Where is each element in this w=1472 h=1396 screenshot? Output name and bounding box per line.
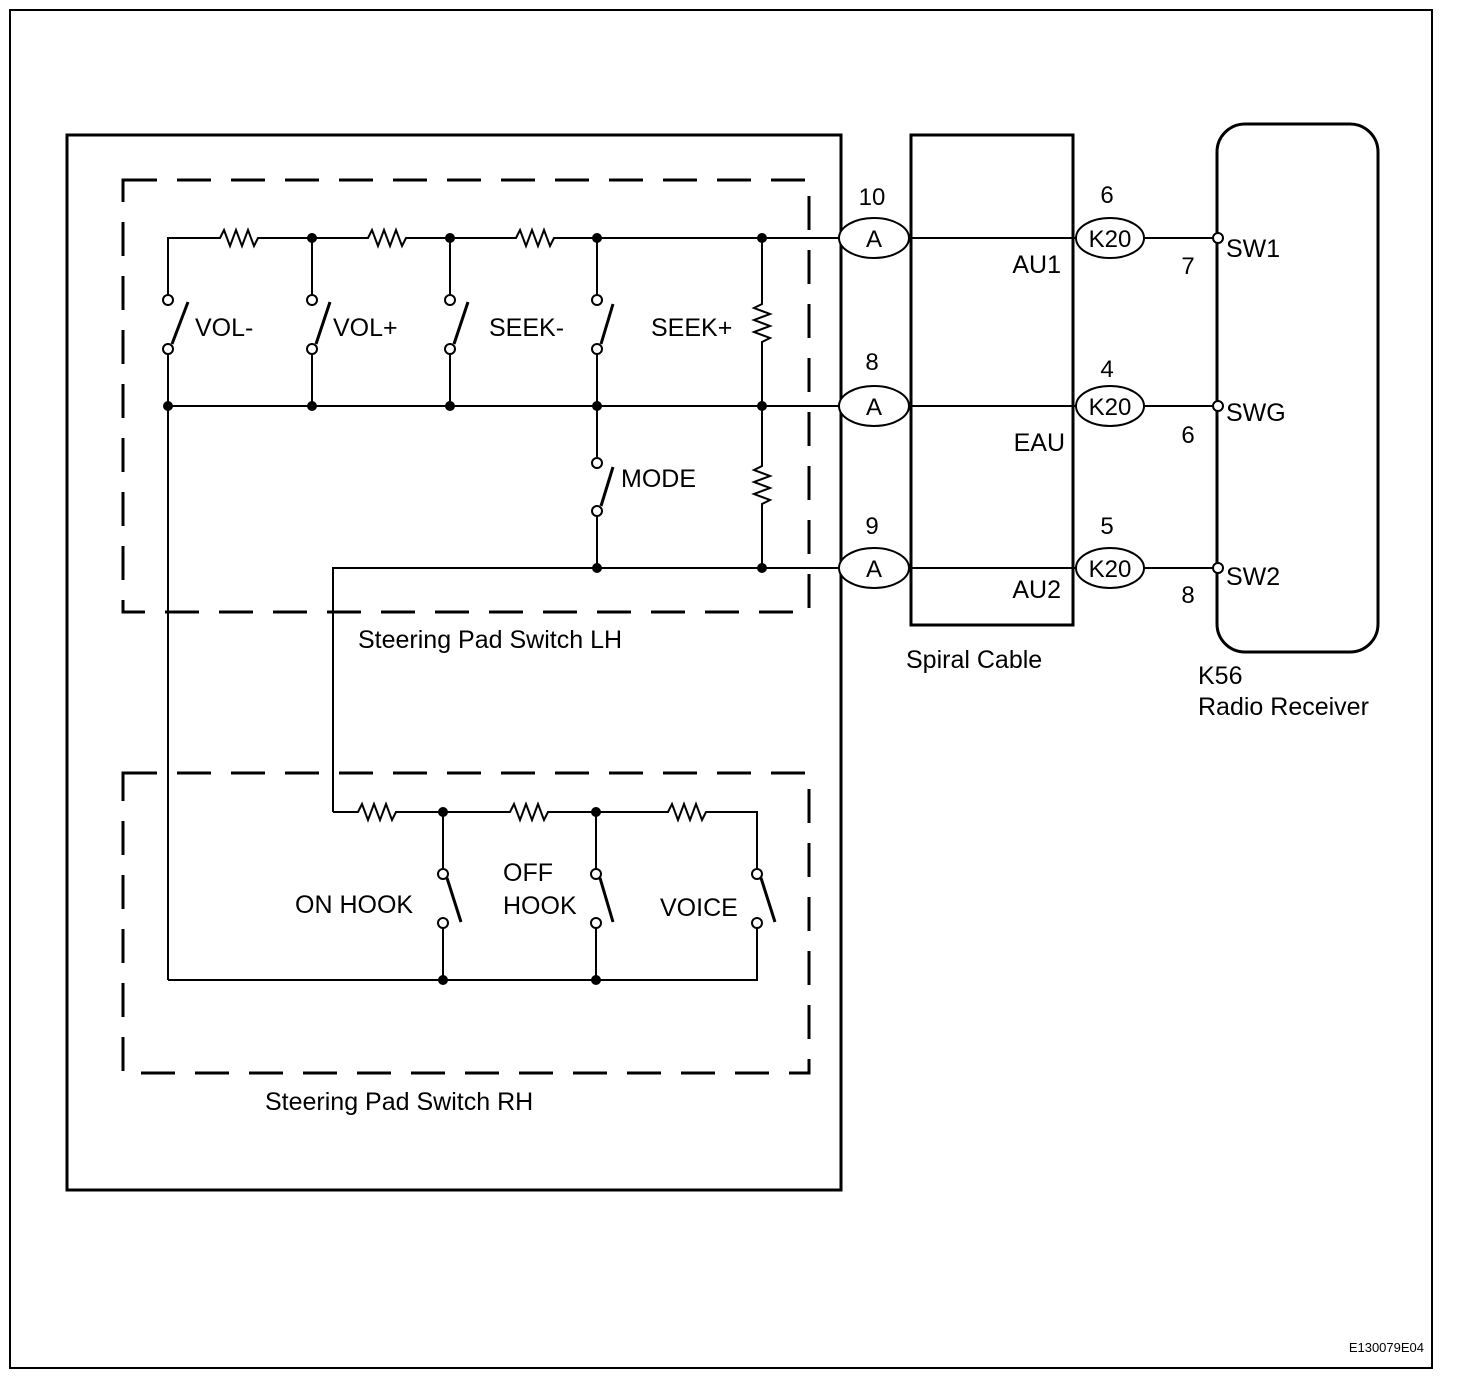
receiver-pin-sw2: 8: [1181, 582, 1194, 609]
receiver-terminal-swg: SWG: [1226, 399, 1286, 427]
receiver-pin-sw1: 7: [1181, 253, 1194, 280]
receiver-terminal-sw1: SW1: [1226, 235, 1280, 263]
spiral-cable-box: [909, 133, 1075, 627]
right-conn-eau: K20: [1089, 394, 1132, 421]
switch-mode: [591, 457, 615, 517]
switch-lh-dashed-box: [121, 178, 811, 614]
right-conn-au2: K20: [1089, 556, 1132, 583]
label-off-hook-line1: OFF: [503, 859, 553, 887]
label-receiver-code: K56: [1198, 662, 1242, 690]
connector-row-au2: [838, 547, 1224, 589]
lh-top-rail: [167, 227, 840, 295]
rh-junction-dots: [438, 807, 601, 985]
switch-vol-minus: [162, 294, 190, 355]
switch-on-hook: [437, 868, 463, 929]
label-vol-plus: VOL+: [333, 314, 398, 342]
right-pin-eau: 4: [1100, 356, 1113, 383]
spiral-label-au2: AU2: [1012, 576, 1061, 604]
label-switch-lh: Steering Pad Switch LH: [358, 626, 622, 654]
rh-top-rail: [333, 801, 758, 869]
outer-frame: [9, 9, 1433, 1369]
label-seek-plus: SEEK+: [651, 314, 732, 342]
switch-seek-minus: [444, 294, 470, 355]
label-off-hook-line2: HOOK: [503, 892, 577, 920]
label-seek-minus: SEEK-: [489, 314, 564, 342]
left-conn-au2: A: [866, 556, 882, 583]
switch-off-hook: [590, 868, 615, 929]
connector-row-au1: [838, 217, 1224, 259]
left-pin-au2: 9: [865, 513, 878, 540]
left-pin-au1: 10: [859, 184, 886, 211]
left-conn-au1: A: [866, 226, 882, 253]
label-vol-minus: VOL-: [195, 314, 253, 342]
label-spiral-cable: Spiral Cable: [906, 646, 1042, 674]
radio-receiver-box: [1215, 122, 1380, 654]
rh-bottom-rail: [168, 928, 758, 981]
label-voice: VOICE: [660, 894, 738, 922]
receiver-pin-swg: 6: [1181, 422, 1194, 449]
left-conn-eau: A: [866, 394, 882, 421]
spiral-label-au1: AU1: [1012, 251, 1061, 279]
label-on-hook: ON HOOK: [295, 891, 413, 919]
left-pin-eau: 8: [865, 349, 878, 376]
right-pin-au1: 6: [1100, 182, 1113, 209]
connector-row-eau: [838, 385, 1224, 427]
lh-junction-dots: [163, 233, 767, 573]
receiver-terminal-sw2: SW2: [1226, 563, 1280, 591]
label-mode: MODE: [621, 465, 696, 493]
right-conn-au1: K20: [1089, 226, 1132, 253]
switch-voice: [751, 868, 777, 929]
label-receiver-name: Radio Receiver: [1198, 693, 1369, 721]
switch-rh-dashed-box: [121, 771, 811, 1075]
switch-vol-plus: [306, 294, 332, 355]
steering-wheel-box: [65, 133, 843, 1192]
lh-bottom-rail: [332, 567, 840, 812]
label-switch-rh: Steering Pad Switch RH: [265, 1088, 533, 1116]
spiral-label-eau: EAU: [1014, 429, 1065, 457]
switch-seek-minus-2: [591, 294, 615, 355]
right-pin-au2: 5: [1100, 513, 1113, 540]
figure-id: E130079E04: [1349, 1340, 1424, 1355]
